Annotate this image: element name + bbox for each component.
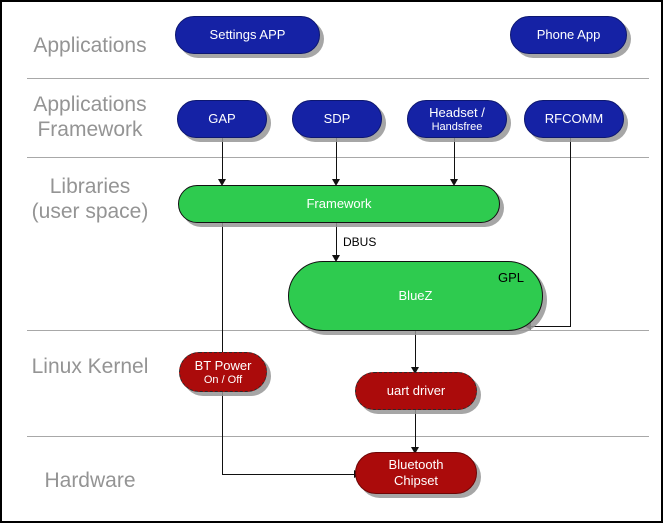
- edge-label-dbus: DBUS: [343, 235, 377, 249]
- node-bluez-label: BlueZ: [398, 288, 433, 303]
- layer-label-hardware: Hardware: [44, 469, 136, 492]
- edge-sdp-to-framework-arrow: [332, 179, 340, 186]
- edge-framework-to-chipset-hline: [222, 474, 356, 475]
- edge-framework-to-chipset-vline: [222, 222, 223, 475]
- node-bluez-license-tag: GPL: [497, 270, 524, 285]
- node-settings-app[interactable]: Settings APP: [175, 16, 320, 54]
- divider-linux-kernel: [27, 436, 649, 437]
- node-uart-driver[interactable]: uart driver: [355, 372, 477, 410]
- edge-framework-to-bluez-line: [336, 222, 337, 260]
- layer-label-libraries: Libraries (user space): [31, 175, 149, 223]
- node-sdp[interactable]: SDP: [292, 100, 382, 138]
- layer-label-linux-kernel: Linux Kernel: [31, 355, 149, 378]
- edge-headset-to-framework-arrow: [450, 179, 458, 186]
- edge-bluez-to-uart-line: [415, 330, 416, 372]
- node-framework-label: Framework: [306, 196, 372, 211]
- edge-rfcomm-to-bluez-hline: [530, 326, 571, 327]
- divider-applications-framework: [27, 157, 649, 158]
- edge-rfcomm-to-bluez-vline: [570, 138, 571, 327]
- edge-framework-to-bluez-arrow: [332, 255, 340, 262]
- node-phone-app[interactable]: Phone App: [510, 16, 627, 54]
- node-bluetooth-chipset[interactable]: Bluetooth Chipset: [355, 452, 477, 494]
- edge-headset-to-framework-line: [454, 138, 455, 184]
- node-bt-power[interactable]: BT Power On / Off: [179, 352, 267, 392]
- node-phone-app-label: Phone App: [536, 27, 601, 42]
- edge-bluez-to-uart-arrow: [411, 367, 419, 374]
- edge-sdp-to-framework-line: [336, 138, 337, 184]
- node-bt-power-sublabel: On / Off: [203, 373, 243, 386]
- edge-uart-to-chipset-arrow: [411, 447, 419, 454]
- node-bluetooth-chipset-sublabel: Chipset: [393, 473, 439, 488]
- node-framework[interactable]: Framework: [178, 185, 500, 223]
- node-headset-handsfree-label: Headset /: [429, 104, 485, 120]
- node-headset-handsfree-sublabel: Handsfree: [431, 120, 483, 133]
- divider-applications: [27, 78, 649, 79]
- node-bluez[interactable]: GPL BlueZ: [288, 261, 543, 331]
- node-bt-power-label: BT Power: [194, 357, 252, 373]
- node-uart-driver-label: uart driver: [386, 383, 446, 398]
- node-settings-app-label: Settings APP: [209, 27, 286, 42]
- node-rfcomm[interactable]: RFCOMM: [524, 100, 624, 138]
- edge-rfcomm-to-bluez-arrow: [524, 322, 531, 330]
- node-rfcomm-label: RFCOMM: [544, 111, 604, 126]
- edge-gap-to-framework-arrow: [218, 179, 226, 186]
- layer-label-applications: Applications: [33, 34, 147, 57]
- node-gap-label: GAP: [208, 111, 236, 126]
- node-bluetooth-chipset-label: Bluetooth: [388, 457, 444, 472]
- node-headset-handsfree[interactable]: Headset / Handsfree: [407, 100, 507, 138]
- edge-uart-to-chipset-line: [415, 410, 416, 452]
- node-gap[interactable]: GAP: [177, 100, 267, 138]
- layer-label-applications-framework: Applications Framework: [33, 93, 147, 141]
- node-sdp-label: SDP: [323, 111, 351, 126]
- edge-gap-to-framework-line: [222, 138, 223, 184]
